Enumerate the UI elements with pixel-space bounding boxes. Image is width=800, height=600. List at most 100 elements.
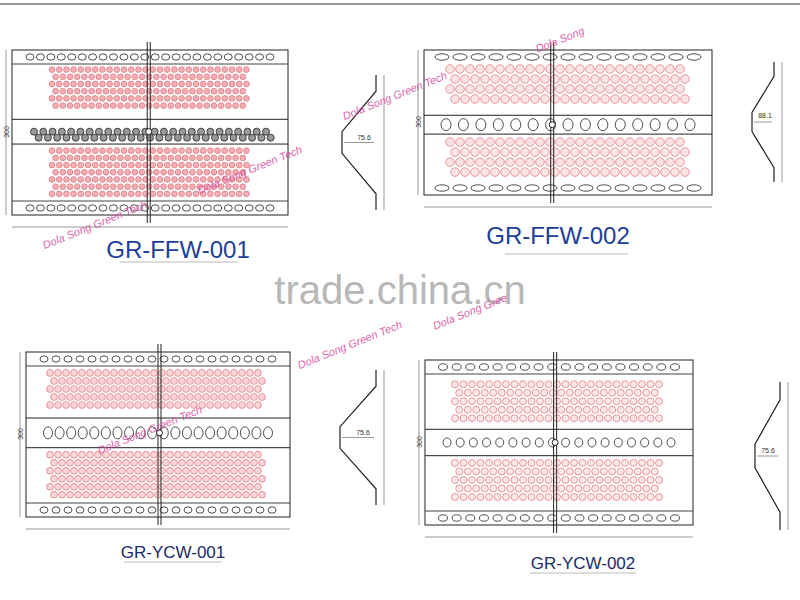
perforation	[135, 386, 142, 393]
perforation	[511, 148, 520, 157]
edge-slot	[172, 507, 180, 513]
edge-slot	[57, 54, 65, 60]
band-hole	[667, 438, 675, 447]
perforation	[79, 483, 86, 490]
perforation	[626, 485, 633, 492]
perforation	[634, 485, 641, 492]
perforation	[541, 148, 550, 157]
edge-slot	[256, 54, 264, 60]
band-hole	[90, 427, 99, 439]
perforation	[503, 398, 510, 405]
edge-slot	[466, 364, 475, 370]
title-underline	[124, 562, 222, 563]
perforation	[473, 468, 480, 475]
band-hole	[522, 438, 530, 447]
perforation	[151, 451, 158, 458]
perforation	[56, 96, 62, 102]
edge-slot	[36, 205, 44, 211]
perforation	[231, 402, 238, 409]
perforation	[161, 155, 167, 161]
perforation	[139, 74, 145, 80]
perforation	[561, 168, 570, 177]
perforation	[486, 459, 493, 466]
perforation	[71, 370, 78, 377]
perforation	[244, 81, 250, 87]
watermark: Dola Song Green Tech	[296, 319, 404, 371]
perforation	[626, 85, 635, 94]
perforation	[520, 493, 527, 500]
perforation	[456, 138, 465, 147]
perforation	[641, 95, 650, 104]
perforation	[51, 459, 58, 466]
band-hole	[40, 128, 47, 135]
perforation	[626, 468, 633, 475]
profile-section	[752, 62, 774, 182]
edge-slot	[244, 507, 252, 513]
edge-slot	[89, 54, 97, 60]
perforation	[82, 155, 88, 161]
perforation	[481, 485, 488, 492]
perforation	[630, 459, 637, 466]
perforation	[183, 386, 190, 393]
perforation	[107, 394, 114, 401]
perforation	[82, 88, 88, 94]
perforation	[172, 67, 178, 73]
edge-slot	[47, 54, 55, 60]
perforation	[107, 459, 114, 466]
edge-slot	[112, 507, 120, 513]
band-hole	[211, 134, 218, 141]
model-code: GR-FFW-002	[486, 224, 630, 248]
perforation	[87, 402, 94, 409]
perforation	[154, 169, 160, 175]
perforation	[131, 394, 138, 401]
edge-slot	[579, 185, 593, 191]
perforation	[127, 386, 134, 393]
perforation	[74, 169, 80, 175]
perforation	[466, 85, 475, 94]
perforation	[71, 467, 78, 474]
perforation	[139, 155, 145, 161]
perforation	[207, 386, 214, 393]
perforation	[636, 65, 645, 74]
perforation	[190, 74, 196, 80]
perforation	[605, 493, 612, 500]
edge-slot	[616, 364, 625, 370]
perforation	[661, 75, 670, 84]
perforation	[128, 191, 134, 197]
perforation	[244, 148, 250, 154]
perforation	[87, 451, 94, 458]
perforation	[53, 184, 59, 190]
perforation	[496, 158, 505, 167]
perforation	[75, 394, 82, 401]
perforation	[223, 467, 230, 474]
perforation	[575, 468, 582, 475]
perforation	[575, 406, 582, 413]
perforation	[507, 468, 514, 475]
perforation	[532, 485, 539, 492]
perforation	[82, 103, 88, 109]
perforation	[491, 95, 500, 104]
perforation	[259, 459, 266, 466]
perforation	[476, 158, 485, 167]
perforation	[139, 184, 145, 190]
perforation	[229, 148, 235, 154]
perforation	[490, 485, 497, 492]
perforation	[85, 67, 91, 73]
perforation	[204, 155, 210, 161]
perforation	[64, 81, 70, 87]
title-underline	[530, 573, 636, 574]
perforation	[135, 451, 142, 458]
perforation	[143, 402, 150, 409]
band-line	[425, 429, 693, 430]
perforation	[151, 386, 158, 393]
perforation	[562, 493, 569, 500]
edge-slot	[109, 54, 117, 60]
perforation	[157, 96, 163, 102]
perforation	[107, 67, 113, 73]
dimension-line	[12, 227, 288, 228]
perforation	[446, 138, 455, 147]
perforation	[215, 370, 222, 377]
edge-slot	[112, 356, 120, 362]
perforation	[71, 483, 78, 490]
perforation	[197, 103, 203, 109]
